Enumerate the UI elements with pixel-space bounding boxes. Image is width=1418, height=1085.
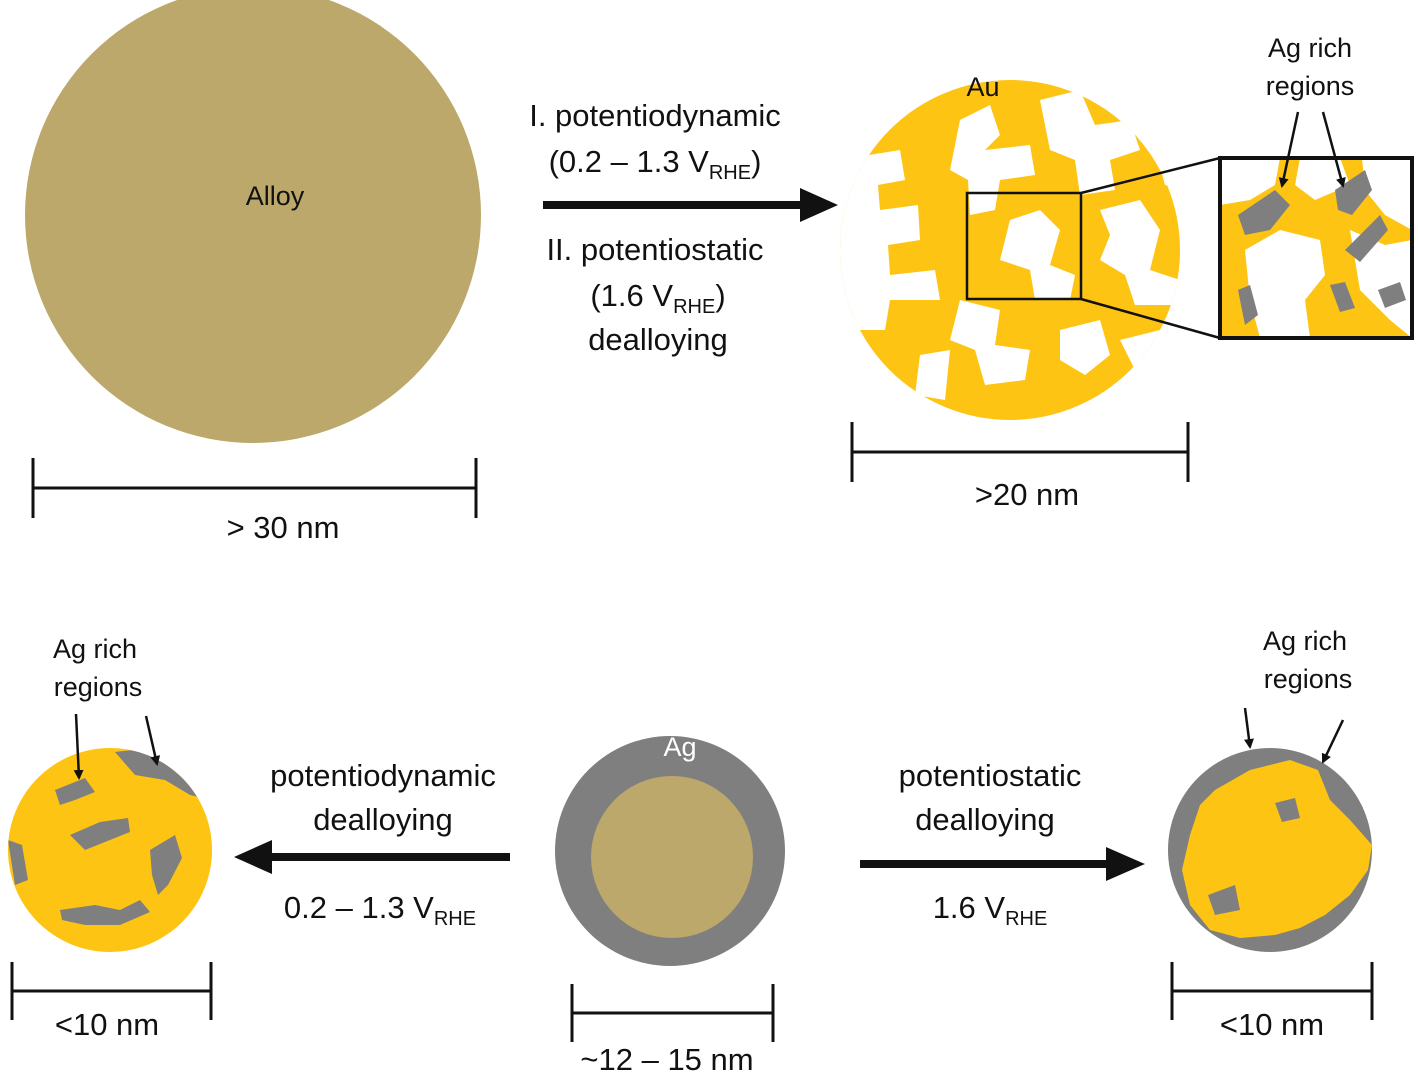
right-dealloyed-particle: Ag rich regions [1168,626,1372,952]
inset-ag-region [1335,170,1372,215]
left-dealloyed-particle: Ag rich regions [8,634,212,952]
inset-pore [1362,158,1412,230]
inset-callout-arrow-left [1278,111,1300,188]
left-scale-bar: <10 nm [10,962,213,1042]
alloy-scale-label: > 30 nm [227,510,340,545]
process-step2: II. potentiostatic [546,232,763,267]
inset-ag-region [1330,282,1355,312]
ag-region [70,818,130,850]
top-arrow-head [800,188,838,222]
right-process-line2: dealloying [915,802,1055,837]
right-process-annotation: potentiostatic dealloying 1.6 VRHE [860,758,1145,930]
left-ag-regions [8,748,212,925]
left-callout-line1: Ag rich [53,634,137,664]
right-scale-label: <10 nm [1220,1007,1324,1042]
process-step3: dealloying [588,322,728,357]
pore [1040,90,1140,195]
process-step2-value: (1.6 VRHE) [590,278,725,318]
left-arrow-head [234,840,272,874]
inset-frame [1218,156,1414,340]
core-shell-particle: Ag [555,732,785,966]
ag-region [1208,885,1240,915]
alloy-scale-bar: > 30 nm [31,458,478,545]
zoom-region-box [965,191,1083,301]
inset-ag-region [1238,285,1258,325]
right-au-region [1182,760,1372,938]
ag-region [115,748,212,800]
right-callout-arrow-2 [1321,719,1345,764]
ag-region [150,835,182,895]
pore [840,150,940,330]
alloy-label: Alloy [246,181,305,211]
top-process-annotation: I. potentiodynamic (0.2 – 1.3 VRHE) II. … [529,98,838,357]
zoom-line-bottom [1080,297,1221,340]
core-shell-scale-bar: ~12 – 15 nm [570,984,775,1077]
inset-pore [1245,230,1325,338]
process-step1: I. potentiodynamic [529,98,781,133]
alloy-particle: Alloy [25,0,481,443]
inset-content [1220,158,1412,338]
left-process-annotation: potentiodynamic dealloying 0.2 – 1.3 VRH… [234,758,510,930]
right-process-value: 1.6 VRHE [933,890,1048,930]
right-callout-line2: regions [1264,664,1353,694]
inset-ag-region [1238,190,1290,235]
left-callout-line2: regions [54,672,143,702]
inset-callout-line1: Ag rich [1268,33,1352,63]
left-callout-arrow-2 [144,715,161,766]
pore [950,105,1035,215]
pore [1000,210,1075,300]
porous-scale-label: >20 nm [975,477,1079,512]
left-scale-label: <10 nm [55,1007,159,1042]
pore [1100,200,1180,305]
inset-callout-line2: regions [1266,71,1355,101]
inset-ag-region [1378,282,1406,308]
right-process-line1: potentiostatic [899,758,1082,793]
right-arrow-head [1106,847,1145,881]
inset-pore [1220,158,1280,205]
right-scale-bar: <10 nm [1170,962,1374,1042]
process-step1-range: (0.2 – 1.3 VRHE) [549,144,762,184]
ag-region [8,840,28,885]
left-process-line1: potentiodynamic [270,758,496,793]
left-process-range: 0.2 – 1.3 VRHE [284,890,476,930]
pore [950,300,1030,385]
ag-region [1275,798,1300,822]
ag-region [60,900,150,925]
porous-scale-bar: >20 nm [850,422,1190,512]
ag-shell-label: Ag [663,732,696,762]
right-callout-line1: Ag rich [1263,626,1347,656]
left-process-line2: dealloying [313,802,453,837]
alloy-core [591,776,753,938]
core-shell-scale-label: ~12 – 15 nm [580,1042,753,1077]
left-callout-arrow-1 [73,713,84,780]
pore [1060,320,1110,375]
zoom-line-top [1080,156,1221,195]
au-label: Au [966,72,999,102]
pore [915,350,950,400]
inset-ag-region [1345,215,1388,262]
ag-region [55,778,95,805]
alloy-disc [25,0,481,443]
zoom-inset: Ag rich regions [1218,33,1414,340]
inset-callout-arrow-right [1321,111,1346,188]
porous-au-particle: Au [840,72,1221,420]
right-callout-arrow-1 [1243,707,1254,749]
inset-pore [1350,230,1412,338]
